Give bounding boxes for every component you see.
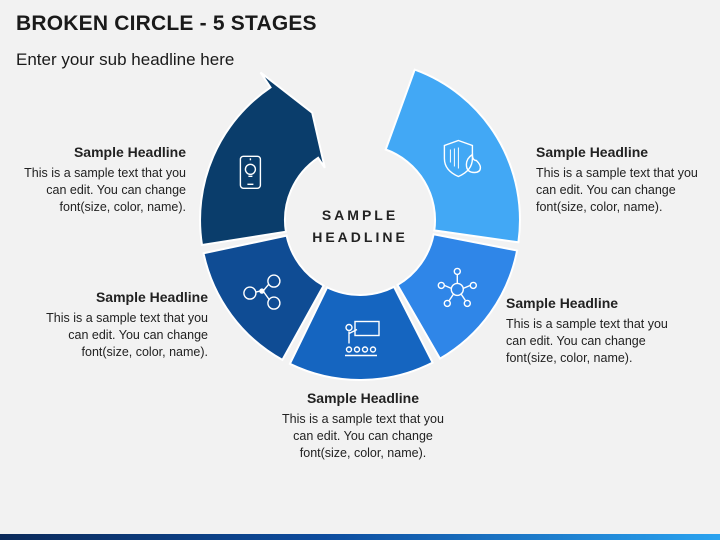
stage-2-line-3: font(size, color, name). [81,345,208,359]
stage-2-text: Sample Headline This is a sample text th… [24,289,208,361]
stage-1-line-1: This is a sample text that you [24,166,186,180]
page-title: BROKEN CIRCLE - 5 STAGES [16,12,317,35]
stage-5-text: Sample Headline This is a sample text th… [536,144,716,216]
stage-4-line-2: can edit. You can change [506,334,646,348]
stage-1-segment [199,71,326,247]
center-line-1: SAMPLE [321,207,399,223]
stage-3-segment [288,285,434,381]
tablet-lightbulb-icon [239,155,262,190]
stage-4-segment [396,233,519,360]
stage-3-text: Sample Headline This is a sample text th… [270,390,456,462]
stage-5-segment [384,68,521,244]
stage-1-line-2: can edit. You can change [46,183,186,197]
stage-2-line-1: This is a sample text that you [46,311,208,325]
stage-4-line-3: font(size, color, name). [506,351,633,365]
stage-5-line-2: can edit. You can change [536,183,676,197]
page-subtitle: Enter your sub headline here [16,50,235,69]
stage-2-headline: Sample Headline [95,289,208,305]
shield-fire-icon [443,139,482,178]
stage-2-line-2: can edit. You can change [68,328,208,342]
stage-5-line-3: font(size, color, name). [536,200,663,214]
stage-5-headline: Sample Headline [536,144,649,160]
stage-5-line-1: This is a sample text that you [536,166,698,180]
stage-2-segment [202,234,325,362]
stage-1-headline: Sample Headline [73,144,186,160]
presentation-audience-icon [345,320,380,357]
stage-4-line-1: This is a sample text that you [506,317,668,331]
bottom-accent-bar [0,534,720,540]
network-hub-icon [437,267,477,308]
people-network-icon [243,274,281,310]
stage-3-line-2: can edit. You can change [293,429,433,443]
stage-3-headline: Sample Headline [306,390,420,406]
stage-4-text: Sample Headline This is a sample text th… [506,295,696,367]
stage-3-line-3: font(size, color, name). [299,446,427,460]
stage-1-line-3: font(size, color, name). [59,200,186,214]
stage-1-text: Sample Headline This is a sample text th… [10,144,186,216]
center-headline: SAMPLE HEADLINE [290,204,430,248]
stage-3-line-1: This is a sample text that you [282,412,444,426]
center-line-2: HEADLINE [312,229,408,245]
stage-4-headline: Sample Headline [506,295,619,311]
